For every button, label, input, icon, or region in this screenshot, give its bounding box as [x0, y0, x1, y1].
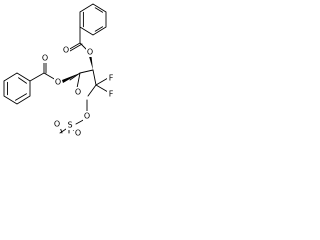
left-benzene-ring [3, 72, 31, 105]
atom-s-mesyl: S [67, 121, 72, 130]
atom-o-left-ester: O [55, 78, 61, 87]
stereo-wedge-left [62, 73, 80, 83]
atom-o-mesyl-right: O [75, 129, 81, 138]
atom-o-top-carbonyl: O [63, 46, 69, 55]
atom-f-lower: F [109, 90, 114, 99]
atom-o-mesyl-ester: O [84, 112, 90, 121]
left-benzoyl-bonds [29, 61, 57, 82]
molecule-structure: O O O O O F F O S O O [3, 3, 115, 138]
atom-o-mesyl-left: O [54, 120, 60, 129]
atom-o-left-carbonyl: O [42, 54, 48, 63]
upper-benzene-ring [79, 3, 107, 36]
upper-benzoyl-bonds [67, 26, 89, 52]
atom-f-upper: F [109, 74, 114, 83]
atom-o-top-ester: O [87, 48, 93, 57]
atom-o-ring: O [75, 88, 81, 97]
